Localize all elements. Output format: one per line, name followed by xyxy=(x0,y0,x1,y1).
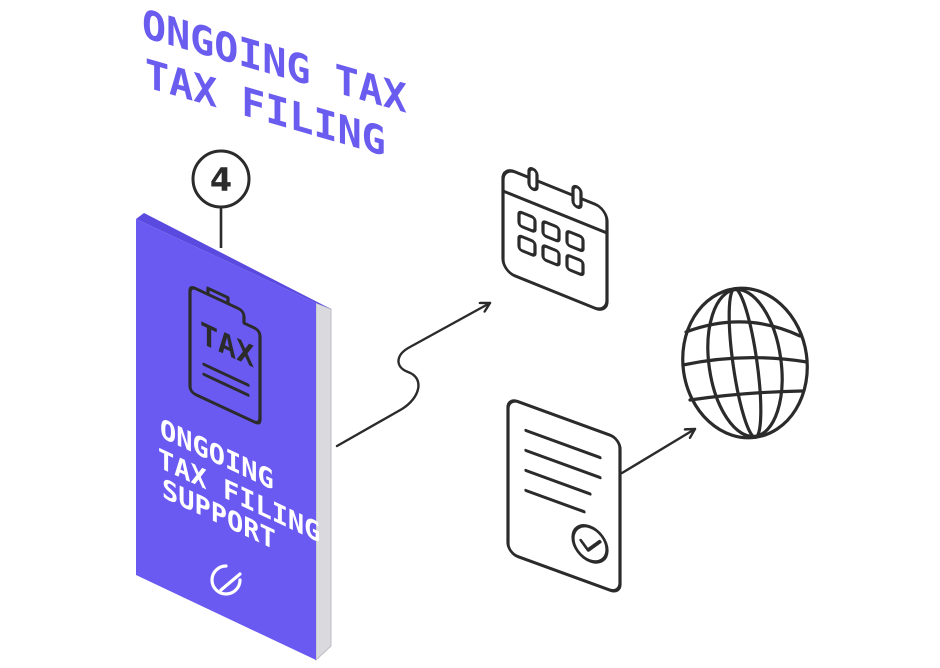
step-number: 4 xyxy=(210,161,232,199)
certificate-document-icon xyxy=(506,399,622,593)
diagram-heading: ONGOING TAX TAX FILING xyxy=(142,0,407,166)
step-badge: 4 xyxy=(191,149,251,248)
service-card: TAX ONGOING TAX FILING SUPPORT xyxy=(136,213,332,662)
card-side-edge xyxy=(315,302,332,662)
calendar-icon xyxy=(501,167,609,311)
globe-icon xyxy=(681,286,809,440)
step-circle xyxy=(191,149,251,209)
arrow-to-globe xyxy=(620,427,697,475)
connectors xyxy=(335,303,697,475)
check-badge-icon xyxy=(571,524,609,564)
check-logo-icon xyxy=(210,564,242,596)
card-face xyxy=(136,219,316,660)
card-top-edge xyxy=(136,213,331,309)
arrow-to-calendar xyxy=(335,303,492,448)
